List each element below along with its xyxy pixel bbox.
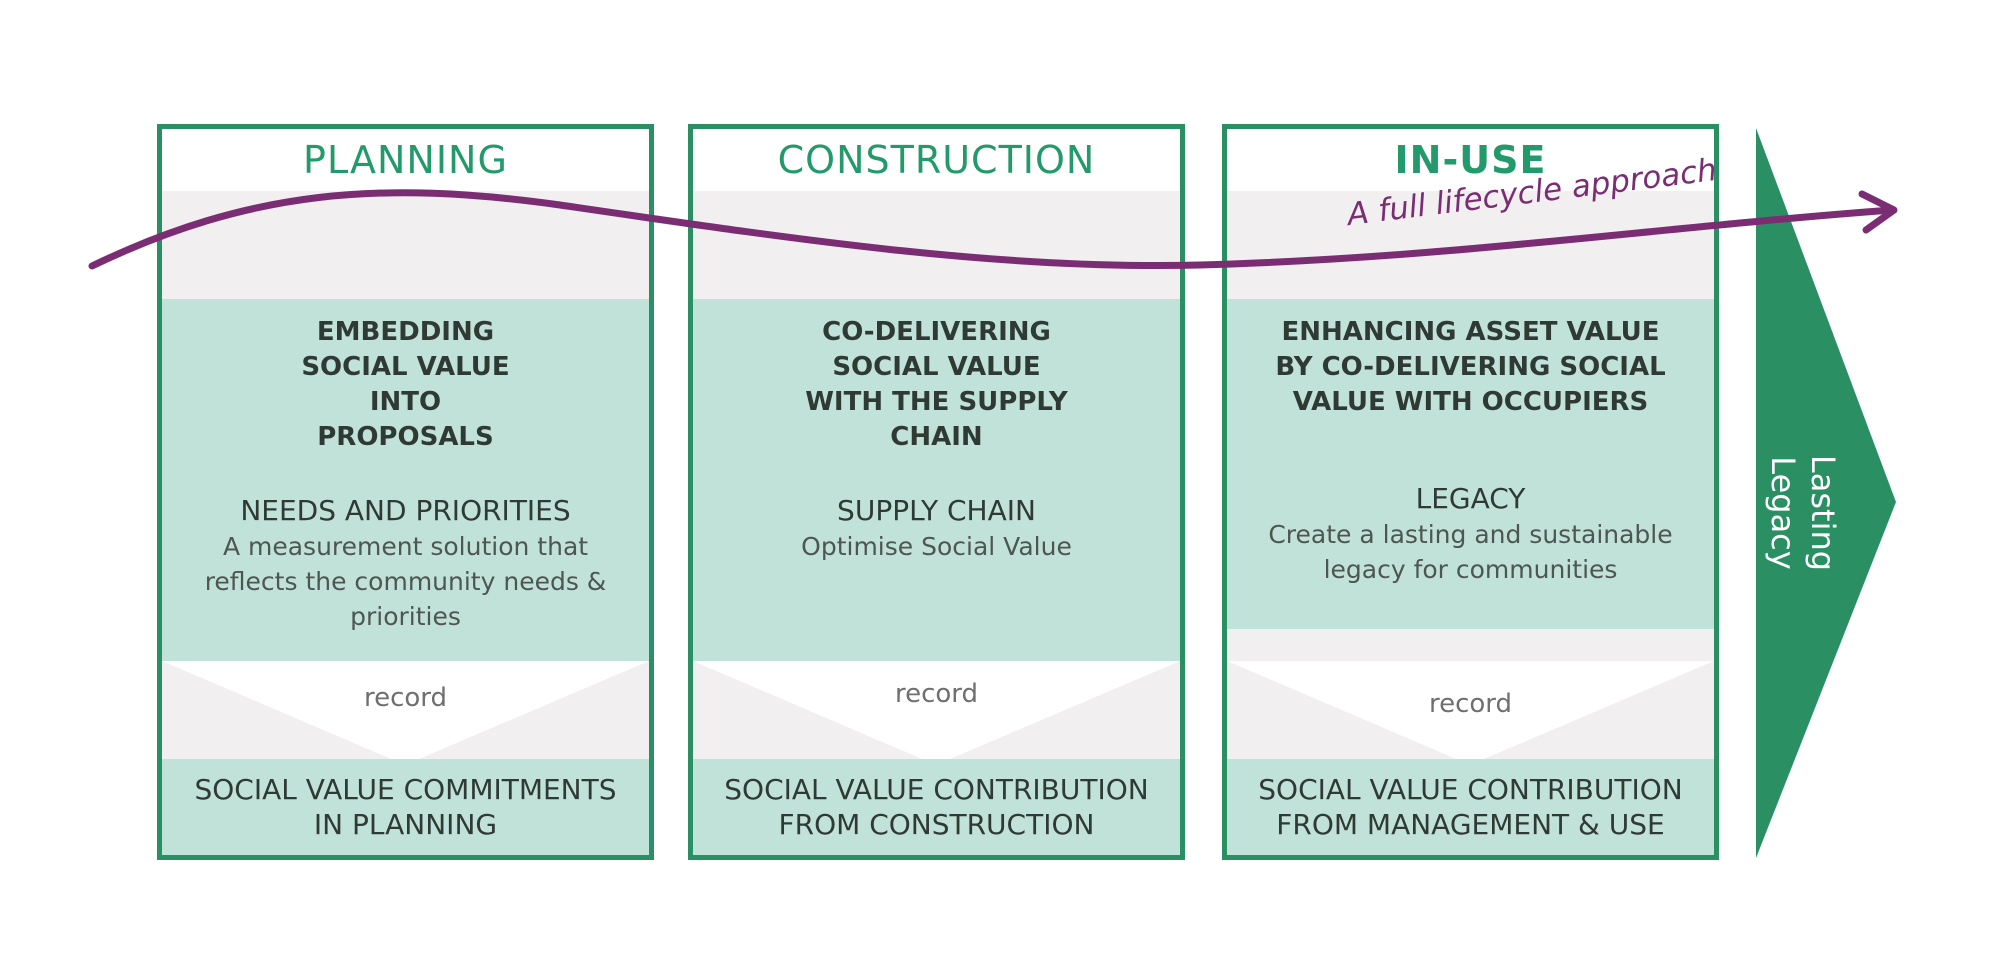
- phase-main-box: EMBEDDING SOCIAL VALUE INTO PROPOSALS NE…: [162, 299, 649, 661]
- phase-footer: SOCIAL VALUE CONTRIBUTION FROM CONSTRUCT…: [693, 759, 1180, 855]
- lasting-legacy-arrow: [1756, 128, 1896, 858]
- record-chevron: [1227, 661, 1714, 765]
- record-label: record: [894, 679, 979, 709]
- phase-footer: SOCIAL VALUE CONTRIBUTION FROM MANAGEMEN…: [1227, 759, 1714, 855]
- phase-title: CONSTRUCTION: [777, 138, 1096, 182]
- phase-footer: SOCIAL VALUE COMMITMENTS IN PLANNING: [162, 759, 649, 855]
- phase-sub-title: NEEDS AND PRIORITIES: [240, 494, 571, 527]
- phase-title: IN-USE: [1394, 138, 1547, 182]
- phase-planning: PLANNING EMBEDDING SOCIAL VALUE INTO PRO…: [157, 124, 654, 860]
- phase-sub-title: SUPPLY CHAIN: [837, 494, 1036, 527]
- phase-main-box: ENHANCING ASSET VALUE BY CO-DELIVERING S…: [1227, 299, 1714, 629]
- phase-heading: CO-DELIVERING SOCIAL VALUE WITH THE SUPP…: [805, 317, 1068, 452]
- phase-construction: CONSTRUCTION CO-DELIVERING SOCIAL VALUE …: [688, 124, 1185, 860]
- phase-top-band: [693, 191, 1180, 299]
- phase-heading: EMBEDDING SOCIAL VALUE INTO PROPOSALS: [301, 317, 510, 452]
- record-label: record: [363, 683, 448, 713]
- record-band: record: [693, 661, 1180, 765]
- record-chevron: [162, 661, 649, 765]
- record-label: record: [1428, 689, 1513, 719]
- record-band: record: [162, 661, 649, 765]
- phase-in-use: IN-USE ENHANCING ASSET VALUE BY CO-DELIV…: [1222, 124, 1719, 860]
- phase-top-band: [162, 191, 649, 299]
- phase-sub-text: Create a lasting and sustainable legacy …: [1268, 520, 1673, 584]
- phase-title: PLANNING: [303, 138, 508, 182]
- phase-sub-text: Optimise Social Value: [801, 532, 1072, 561]
- record-band: record: [1227, 629, 1714, 765]
- phase-heading: ENHANCING ASSET VALUE BY CO-DELIVERING S…: [1275, 317, 1666, 417]
- record-chevron: [693, 661, 1180, 765]
- phase-sub-text: A measurement solution that reflects the…: [204, 532, 607, 631]
- phase-sub-title: LEGACY: [1415, 482, 1526, 515]
- phase-main-box: CO-DELIVERING SOCIAL VALUE WITH THE SUPP…: [693, 299, 1180, 661]
- lasting-legacy-label: Lasting Legacy: [1764, 454, 1842, 572]
